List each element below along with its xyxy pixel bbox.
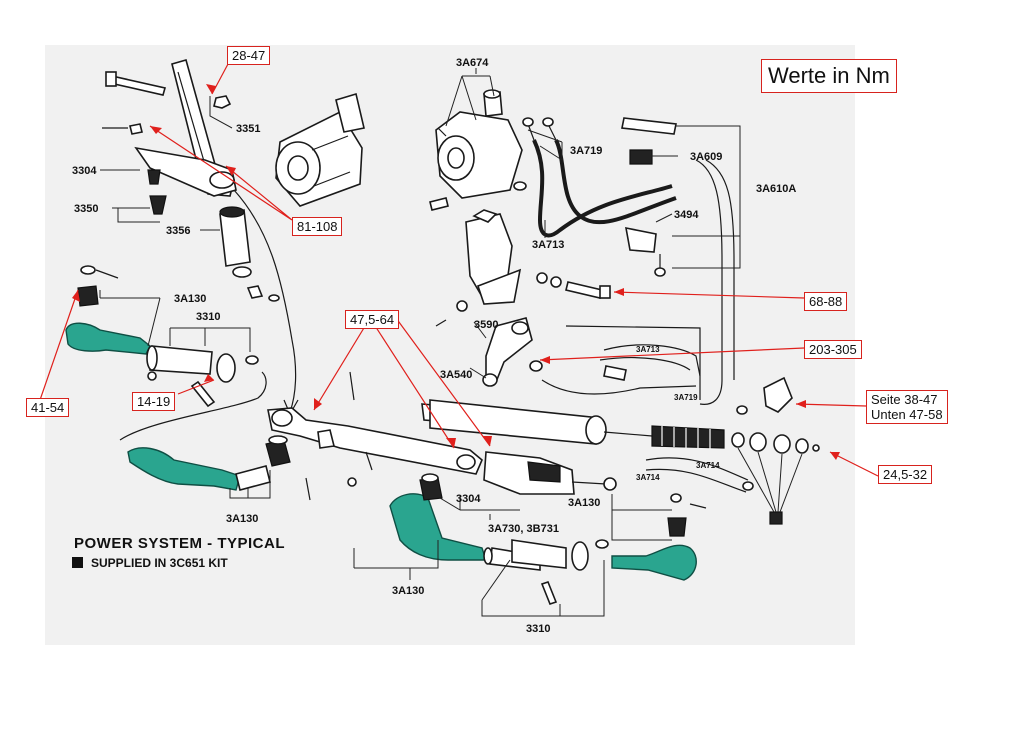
label-3350: 3350: [74, 203, 98, 215]
kit-note: SUPPLIED IN 3C651 KIT: [72, 556, 228, 570]
long-bolt: [536, 272, 611, 299]
label-3494: 3494: [674, 209, 699, 221]
label-3356: 3356: [166, 225, 190, 237]
torque-side-line: Seite 38-47: [871, 392, 938, 407]
torque-28-47: 28-47: [227, 46, 271, 65]
pitman-arm-group: [102, 59, 299, 416]
torque-41-54: 41-54: [26, 398, 70, 417]
part-leaders: [99, 68, 741, 617]
label-3A130-right: 3A130: [568, 497, 600, 509]
label-3A130-left: 3A130: [174, 293, 206, 305]
label-3A609: 3A609: [690, 151, 722, 163]
kit-note-text: SUPPLIED IN 3C651 KIT: [91, 556, 228, 570]
label-3A713-main: 3A713: [532, 239, 564, 251]
label-3A130-bottom: 3A130: [392, 585, 424, 597]
label-3A540: 3A540: [440, 369, 472, 381]
label-3A714-b: 3A714: [696, 461, 720, 470]
torque-14-19: 14-19: [132, 392, 176, 411]
return-hoses: [541, 325, 754, 493]
torque-bottom-line: Unten 47-58: [871, 407, 943, 422]
tie-rod-lower-left: [127, 435, 291, 491]
label-3310-left: 3310: [196, 311, 220, 323]
torque-24-5-32: 24,5-32: [878, 465, 933, 484]
tie-rod-left-group: [65, 265, 267, 441]
label-3304-mid: 3304: [456, 493, 481, 505]
label-3590: 3590: [474, 319, 498, 331]
power-cylinder-3A540: [421, 376, 820, 525]
label-3351: 3351: [236, 123, 260, 135]
kit-square-icon: [72, 557, 83, 568]
label-3A713-small: 3A713: [636, 345, 660, 354]
pump-3A674: [429, 89, 527, 211]
center-link: [267, 371, 483, 501]
control-valve: [483, 451, 617, 495]
label-3A130-bottom-left: 3A130: [226, 513, 258, 525]
bracket-3A609: [621, 117, 735, 405]
label-3310-bottom: 3310: [526, 623, 550, 635]
pressure-hoses: [522, 117, 677, 238]
label-3A719-small: 3A719: [674, 393, 698, 402]
torque-47-5-64: 47,5-64: [345, 310, 400, 329]
callout-arrowheads: [72, 84, 840, 460]
torque-callout-lines: [39, 63, 879, 477]
torque-side-bottom: Seite 38-47 Unten 47-58: [866, 390, 948, 424]
torque-68-88: 68-88: [804, 292, 848, 311]
tie-rod-lower-right: [511, 493, 707, 605]
title-box: Werte in Nm: [761, 59, 897, 93]
torque-203-305: 203-305: [804, 340, 862, 359]
part-labels: 3A674 3351 3304 3350 3356 3A130 3310 3A7…: [72, 57, 796, 635]
steering-gear: [435, 209, 543, 387]
torque-81-108: 81-108: [292, 217, 343, 236]
label-3A674: 3A674: [456, 57, 489, 69]
label-3A730: 3A730, 3B731: [488, 523, 559, 535]
label-3304-top: 3304: [72, 165, 97, 177]
pump-assembly-left: [275, 92, 365, 207]
footer-heading: POWER SYSTEM - TYPICAL: [74, 535, 286, 552]
label-3A719-top: 3A719: [570, 145, 602, 157]
label-3A610A: 3A610A: [756, 183, 796, 195]
label-3A714-a: 3A714: [636, 473, 660, 482]
